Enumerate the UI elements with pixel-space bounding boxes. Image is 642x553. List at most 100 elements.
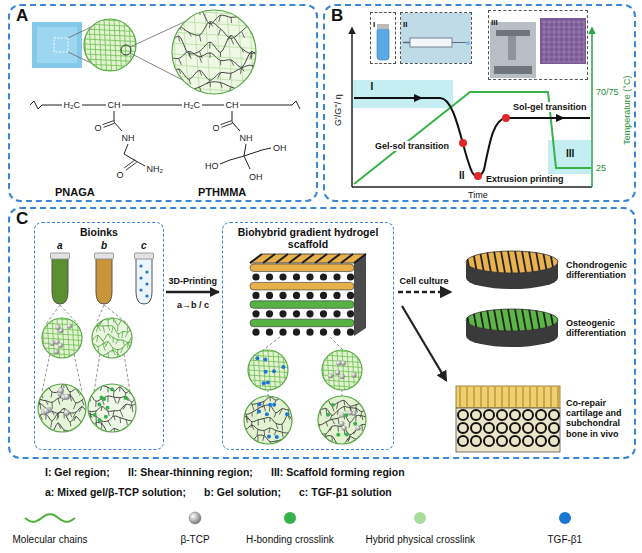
bone-pore <box>458 410 468 420</box>
backbone <box>82 105 106 106</box>
side-group <box>318 400 320 405</box>
x-axis <box>352 186 592 188</box>
filament-end <box>293 292 300 299</box>
filament <box>515 309 519 331</box>
mesh-line <box>248 385 288 388</box>
y-axis <box>351 28 353 187</box>
bone-pore <box>458 423 468 433</box>
mesh-line <box>352 350 355 390</box>
particle <box>124 396 128 400</box>
polymer-name: PTHMMA <box>198 186 246 199</box>
molecular-chains <box>240 397 300 448</box>
mesh-line <box>322 385 362 388</box>
atom-group: CH <box>226 100 239 110</box>
particle <box>272 369 276 373</box>
side-group <box>103 344 105 351</box>
side-group <box>120 418 122 423</box>
cartilage-fiber <box>495 387 496 407</box>
side-group <box>220 52 221 57</box>
filament <box>522 309 526 331</box>
transition-dot <box>502 114 510 122</box>
filament <box>315 254 327 263</box>
molecular-chains <box>314 396 374 450</box>
particle <box>272 403 276 407</box>
scaffold-grid <box>584 20 585 62</box>
key-text: a: Mixed gel/β-TCP solution; <box>45 486 186 498</box>
side-group <box>366 426 368 431</box>
zoom-circle <box>88 384 136 432</box>
bond <box>220 156 244 164</box>
side-group <box>93 357 95 363</box>
atom-group: NH <box>122 133 135 143</box>
side-group <box>45 414 46 419</box>
side-group <box>362 425 363 431</box>
legend-text: β-TCP <box>181 534 210 546</box>
circle-outline <box>42 318 82 358</box>
filament-end <box>252 329 259 336</box>
filament-end <box>293 310 300 317</box>
side-group <box>189 79 191 84</box>
filament <box>536 251 540 273</box>
node-title: III <box>491 19 498 27</box>
side-group <box>108 320 109 324</box>
side-group <box>75 431 76 436</box>
filament-layer <box>250 319 354 327</box>
side-group <box>118 334 120 338</box>
side-group <box>287 436 288 443</box>
particle <box>58 343 63 348</box>
bone-pore <box>549 436 559 446</box>
mesh-line <box>238 10 244 94</box>
side-group <box>210 22 213 27</box>
cartilage-fiber <box>516 387 517 407</box>
zoom-square <box>54 38 68 52</box>
mesh-line <box>283 350 286 390</box>
side-group <box>246 400 248 405</box>
growth-factor-dot <box>145 294 148 297</box>
circle-outline <box>92 318 132 358</box>
filament-end <box>293 329 300 336</box>
filament-end <box>266 273 273 280</box>
side-group <box>282 424 283 431</box>
zoom-circle <box>84 19 136 71</box>
side-group <box>263 436 264 441</box>
scaffold-box: Biohybrid gradient hydrogel scaffold <box>222 222 394 450</box>
side-group <box>114 397 116 403</box>
hydrogel-mesh <box>79 14 137 72</box>
side-group <box>219 29 221 35</box>
mesh-line <box>72 318 75 358</box>
side-group <box>120 410 123 417</box>
node-title: Bioinks <box>39 226 159 238</box>
chain <box>84 422 144 432</box>
particle <box>64 394 70 400</box>
bone-pore <box>471 410 481 420</box>
axis-label: Time <box>468 190 488 200</box>
filament <box>550 309 554 331</box>
circle-outline <box>84 19 136 71</box>
side-group <box>107 396 108 402</box>
side-group <box>337 403 338 409</box>
side-group <box>79 407 82 413</box>
scaffold-disc-top <box>466 309 558 331</box>
scaffold-grid <box>574 20 575 62</box>
filament-end <box>333 273 340 280</box>
particle <box>336 433 340 437</box>
particle <box>353 422 357 426</box>
filament <box>328 254 340 263</box>
growth-factor-dot <box>145 282 148 285</box>
circle-outline <box>172 10 256 94</box>
filament-end <box>347 310 354 317</box>
printer-part <box>496 30 530 36</box>
filament-end <box>320 292 327 299</box>
filament-end <box>266 310 273 317</box>
mesh-line <box>172 10 256 16</box>
side-group <box>200 70 202 75</box>
side-group <box>125 332 128 337</box>
side-group <box>294 404 295 409</box>
disc-filaments <box>466 251 561 273</box>
mesh-line <box>172 10 178 94</box>
side-group <box>319 433 320 438</box>
axis-label: G'/G''/ η <box>333 94 343 126</box>
side-group <box>44 384 46 389</box>
filament <box>501 251 505 273</box>
mesh-line <box>84 49 136 52</box>
